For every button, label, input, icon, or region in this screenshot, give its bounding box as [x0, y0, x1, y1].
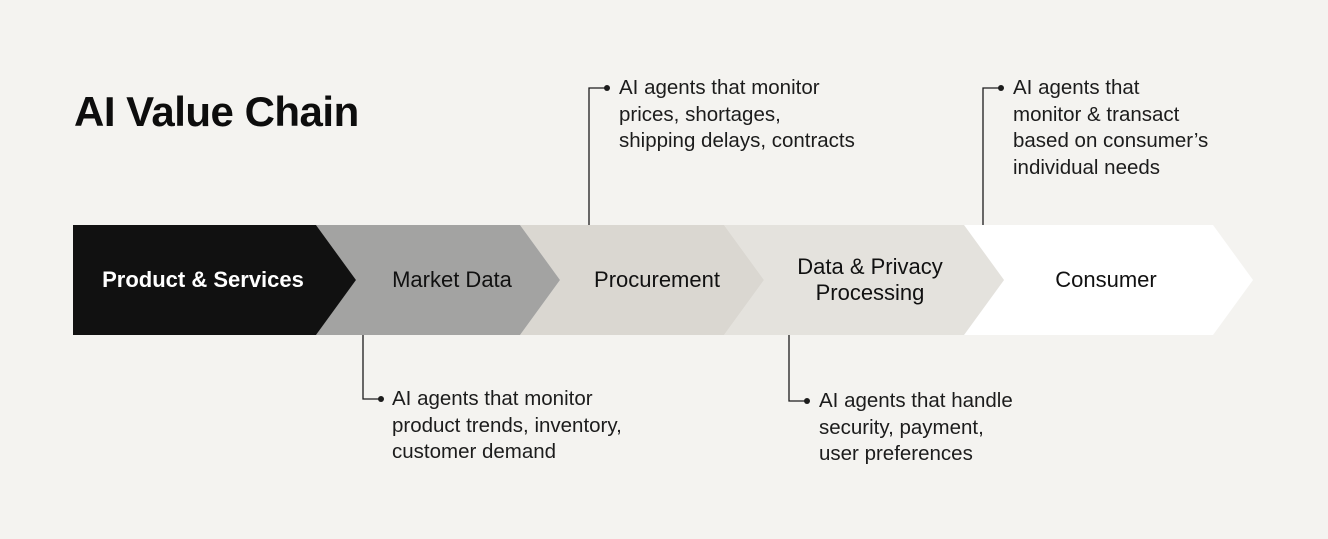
stage-chevron-procurement: [520, 225, 764, 335]
connector-line-market-data: [362, 335, 381, 400]
connector-dot-consumer: [998, 85, 1004, 91]
connector-line-consumer: [982, 87, 1001, 225]
stage-chevron-data-privacy: [724, 225, 1004, 335]
stage-label-product-services: Product & Services: [102, 267, 304, 292]
annotation-data-privacy: AI agents that handle security, payment,…: [819, 389, 1013, 465]
connector-dot-procurement: [604, 85, 610, 91]
page-title: AI Value Chain: [74, 88, 359, 135]
annotation-consumer: AI agents that monitor & transact based …: [1013, 76, 1209, 179]
stage-chevron-product-services: [73, 225, 356, 335]
connector-dot-data-privacy: [804, 398, 810, 404]
stage-label-data-privacy: Data & Privacy Processing: [797, 254, 943, 305]
stage-label-consumer: Consumer: [1055, 267, 1157, 292]
connector-line-procurement: [588, 87, 607, 225]
stage-label-procurement: Procurement: [594, 267, 720, 292]
stage-chevron-market-data: [316, 225, 560, 335]
annotation-procurement: AI agents that monitor prices, shortages…: [619, 76, 855, 152]
connector-dot-market-data: [378, 396, 384, 402]
connector-line-data-privacy: [788, 335, 807, 402]
stage-label-market-data: Market Data: [392, 267, 512, 292]
stage-chevron-consumer: [964, 225, 1253, 335]
annotation-market-data: AI agents that monitor product trends, i…: [392, 387, 622, 463]
